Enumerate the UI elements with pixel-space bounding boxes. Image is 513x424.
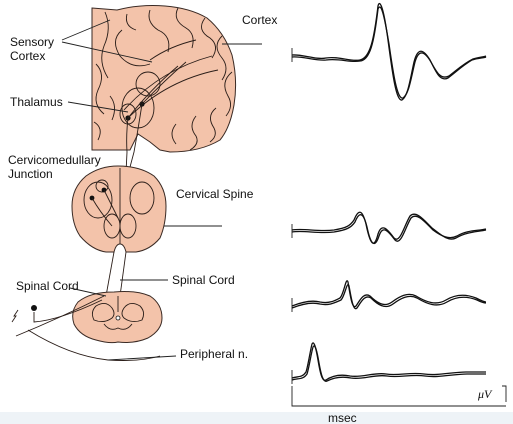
cervicomedullary-label-line2: Junction <box>8 167 53 181</box>
medulla-section <box>71 165 167 253</box>
sensory-cortex-leader <box>61 19 111 41</box>
anatomy-labels: Sensory Cortex Thalamus Cervicomedullary… <box>8 13 277 361</box>
spinal-cord-label-right: Spinal Cord <box>172 273 235 287</box>
peripheral-nerve-leader <box>107 355 177 361</box>
cortex-label: Cortex <box>242 13 277 27</box>
dorsal-root-ganglion <box>31 305 37 311</box>
spinal-cord-section <box>72 291 163 344</box>
time-unit-label: msec <box>328 411 357 424</box>
evoked-potential-traces <box>291 3 487 384</box>
dorsal-column-path <box>119 251 127 297</box>
dorsal-column-path <box>105 251 115 297</box>
peripheral-nerve-label: Peripheral n. <box>180 347 248 361</box>
thalamus-label: Thalamus <box>10 95 63 109</box>
sensory-cortex-label-line1: Sensory <box>10 35 54 49</box>
sensory-cortex-leader <box>61 41 153 63</box>
brain-section <box>91 5 237 153</box>
sensory-cortex-label-line2: Cortex <box>10 49 45 63</box>
spinal-cord-leader-left <box>69 287 107 297</box>
scale-bar: μV msec <box>291 385 507 424</box>
cortex-trace <box>291 3 487 101</box>
cervical-spine-label: Cervical Spine <box>176 187 254 201</box>
peripheral-nerve <box>11 295 161 361</box>
amplitude-scale-bracket <box>502 385 507 402</box>
stimulus-icon <box>11 309 19 323</box>
bottom-strip <box>0 412 513 424</box>
peripheral-nerve-trace <box>291 342 487 384</box>
spinal-cord-label-left: Spinal Cord <box>16 279 79 293</box>
central-canal <box>115 315 121 321</box>
cervicomedullary-label-line1: Cervicomedullary <box>8 153 101 167</box>
spinal-cord-trace <box>291 280 487 312</box>
amplitude-unit-label: μV <box>477 387 493 401</box>
ascending-pathway <box>116 103 143 217</box>
thalamus-leader <box>67 101 129 113</box>
time-axis-line <box>291 386 506 407</box>
cervical-spine-trace <box>291 211 487 245</box>
